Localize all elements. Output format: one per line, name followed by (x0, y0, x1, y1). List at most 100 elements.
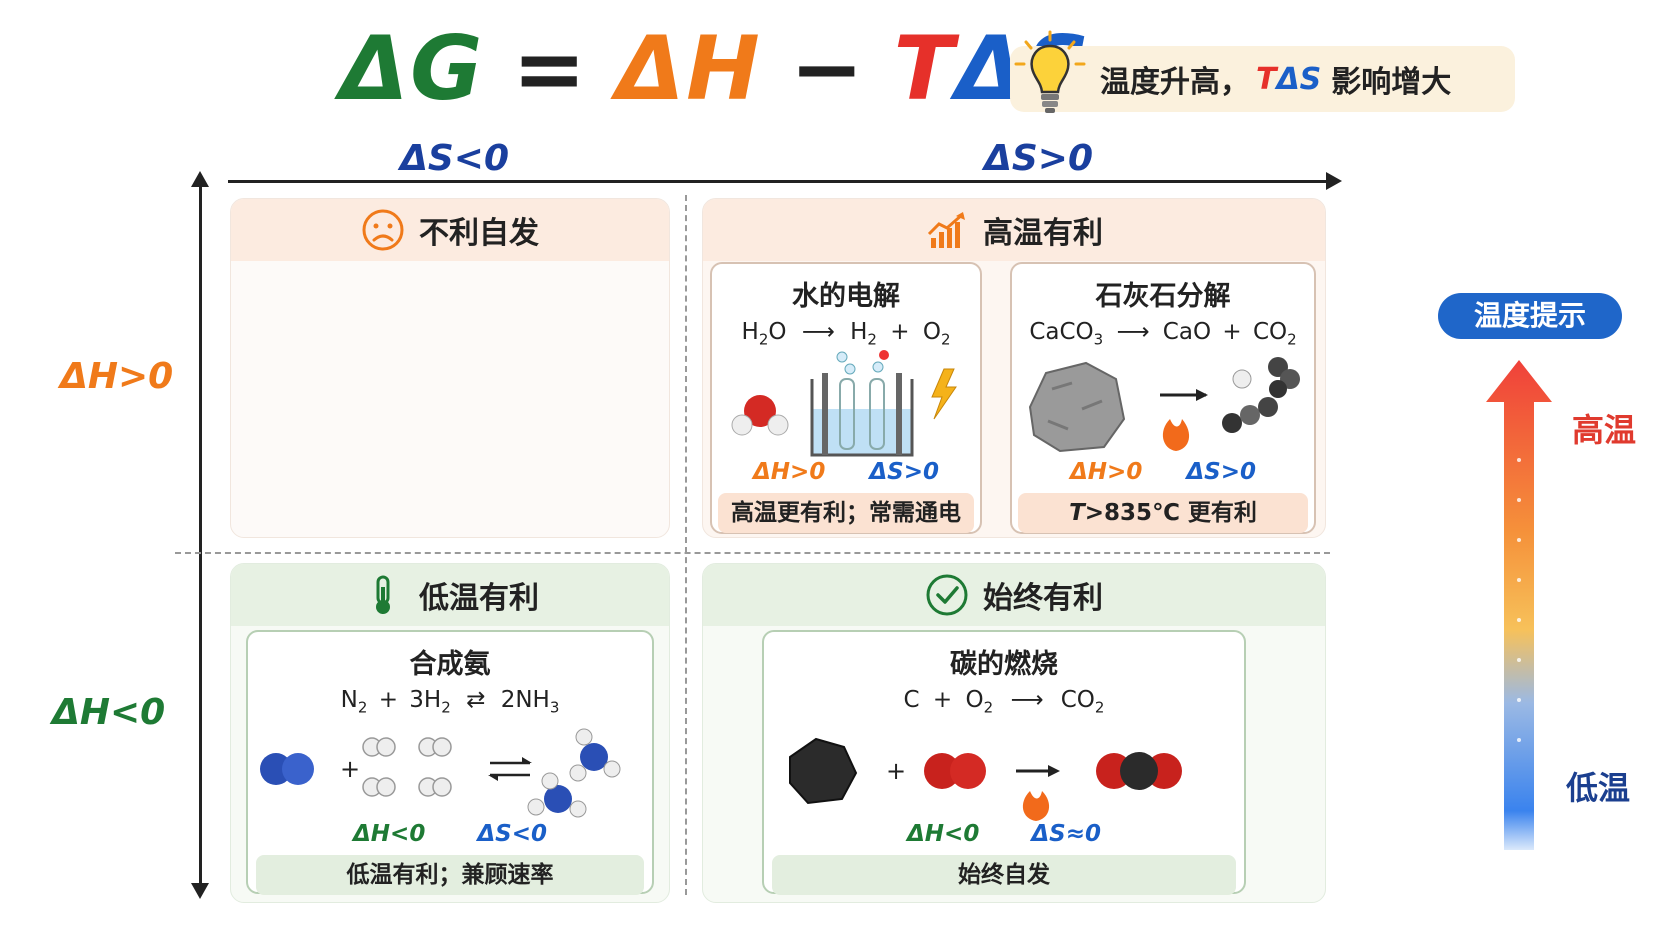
limestone-illustration (1028, 356, 1300, 452)
vertical-divider (685, 195, 687, 895)
tip-t: T (1256, 61, 1277, 97)
axis-label-dh-negative: ΔH<0 (52, 692, 166, 733)
delta-h-value: ΔH>0 (1070, 458, 1143, 485)
svg-text:+: + (886, 757, 906, 785)
eq-plus: + (1222, 319, 1242, 345)
eq-term: CO (1060, 687, 1095, 713)
eq-sub: 2 (940, 330, 951, 349)
rising-chart-icon (927, 212, 965, 248)
note-text: >835℃ 更有利 (1084, 499, 1257, 526)
eq-sub: 2 (441, 698, 451, 717)
equilibrium-arrow-icon (490, 761, 530, 776)
delta-s-value: ΔS>0 (869, 458, 939, 485)
card-equation: C + O2 ⟶ CO2 (764, 687, 1244, 717)
quadrant-header: 始终有利 (703, 564, 1325, 626)
formula-title: ΔG = ΔH − T ΔS (340, 16, 1091, 120)
eq-term: H (741, 319, 759, 345)
delta-s-value: ΔS≈0 (1031, 820, 1101, 847)
lightning-icon (931, 368, 957, 419)
delta-h-value: ΔH<0 (907, 820, 980, 847)
card-title: 合成氨 (409, 649, 491, 680)
eq-term: H (850, 319, 868, 345)
eq-plus: + (890, 319, 910, 345)
eq-sub: 2 (867, 330, 877, 349)
eq-term: O (768, 319, 787, 345)
nitrogen-molecule-icon (260, 752, 314, 785)
check-circle-icon (926, 574, 968, 616)
electrolysis-illustration (731, 349, 957, 457)
card-ammonia-synthesis: 合成氨 N2 + 3H2 ⇄ 2NH3 + ΔH<0 ΔS<0 低温有利；兼顾速… (246, 630, 654, 895)
flame-icon (1162, 418, 1190, 451)
eq-term: CO (1252, 319, 1288, 345)
delta-h-value: ΔH>0 (753, 458, 826, 485)
eq-term: O (965, 687, 984, 713)
quadrant-header: 高温有利 (703, 199, 1325, 261)
card-note: 始终自发 (772, 854, 1236, 895)
quadrant-header: 不利自发 (231, 199, 669, 261)
ammonia-illustration: + (260, 728, 621, 818)
co2-molecule-icon (1096, 751, 1182, 790)
eq-sub: 2 (1094, 698, 1105, 717)
eq-term: CaCO (1029, 319, 1094, 345)
delta-h: ΔH (616, 16, 762, 120)
svg-text:+: + (340, 755, 360, 783)
card-title: 水的电解 (792, 281, 900, 312)
quadrant-label: 高温有利 (983, 216, 1103, 251)
card-values: ΔH>0 ΔS>0 (1012, 459, 1314, 485)
tip-prefix: 温度升高， (1100, 65, 1250, 100)
high-temperature-label: 高温 (1572, 411, 1637, 449)
card-limestone-decomposition: 石灰石分解 CaCO3 ⟶ CaO + CO2 ΔH>0 ΔS>0 T>835℃… (1010, 262, 1316, 534)
oxygen-molecule-icon (924, 752, 986, 789)
card-note: 高温更有利；常需通电 (718, 492, 974, 533)
thermometer-icon (376, 575, 390, 614)
electrolysis-cell-icon (810, 349, 914, 457)
card-note: 低温有利；兼顾速率 (256, 854, 644, 895)
quadrant-label: 低温有利 (419, 581, 539, 616)
tip-tas: TΔS (1256, 62, 1321, 97)
eq-plus: + (932, 687, 953, 713)
eq-term: 3H (409, 687, 442, 713)
low-temperature-label: 低温 (1566, 769, 1631, 807)
reaction-arrow: ⟶ (1010, 687, 1044, 713)
tip-box: 温度升高， TΔS 影响增大 (1010, 46, 1515, 112)
reaction-arrow: ⟶ (1116, 319, 1150, 345)
card-equation: H2O ⟶ H2 + O2 (712, 319, 980, 349)
eq-term: C (903, 687, 920, 713)
eq-sub: 3 (1093, 330, 1104, 349)
quadrant-label: 始终有利 (983, 581, 1103, 616)
eq-term: N (340, 687, 358, 713)
horizontal-divider (175, 552, 1330, 554)
axis-label-ds-negative: ΔS<0 (400, 138, 510, 179)
card-title: 碳的燃烧 (950, 649, 1058, 680)
axis-label-ds-positive: ΔS>0 (984, 138, 1094, 179)
card-values: ΔH<0 ΔS≈0 (764, 821, 1244, 847)
sad-face-icon (362, 209, 404, 251)
delta-h-value: ΔH<0 (353, 820, 426, 847)
minus-sign: − (789, 16, 866, 120)
delta-g: ΔG (340, 16, 485, 120)
note-t: T (1069, 499, 1085, 526)
tip-suffix: 影响增大 (1331, 65, 1452, 100)
quadrant-label: 不利自发 (419, 216, 539, 251)
enthalpy-axis (191, 171, 209, 899)
ammonia-molecules-icon (527, 728, 621, 818)
hydrogen-molecules-icon (362, 736, 452, 797)
reaction-arrow: ⟶ (801, 319, 835, 345)
eq-plus: + (378, 687, 398, 713)
limestone-rock-icon (1028, 361, 1126, 452)
delta-s-value: ΔS>0 (1186, 458, 1256, 485)
equals-sign: = (512, 16, 589, 120)
eq-term: 2NH (500, 687, 550, 713)
eq-sub: 2 (1287, 330, 1297, 349)
card-title: 石灰石分解 (1095, 281, 1231, 312)
eq-sub: 2 (983, 698, 994, 717)
axis-label-dh-positive: ΔH>0 (60, 356, 174, 397)
reaction-arrow: ⇄ (466, 687, 486, 713)
temperature-hint-button[interactable]: 温度提示 (1438, 293, 1622, 339)
card-equation: CaCO3 ⟶ CaO + CO2 (1012, 319, 1314, 349)
eq-sub: 2 (758, 330, 769, 349)
delta-s-value: ΔS<0 (477, 820, 547, 847)
card-carbon-combustion: 碳的燃烧 C + O2 ⟶ CO2 + ΔH<0 ΔS≈0 始终自发 (762, 630, 1246, 895)
card-values: ΔH>0 ΔS>0 (712, 459, 980, 485)
card-note: T>835℃ 更有利 (1018, 492, 1308, 533)
